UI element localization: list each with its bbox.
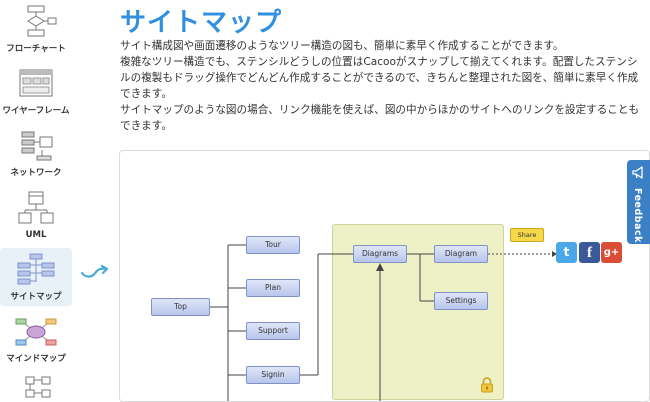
flowchart-icon xyxy=(27,5,57,37)
description-paragraph: サイト構成図や画面遷移のようなツリー構造の図も、簡単に素早く作成することができま… xyxy=(120,40,564,52)
node-tour[interactable]: Tour xyxy=(246,236,300,254)
description: サイト構成図や画面遷移のようなツリー構造の図も、簡単に素早く作成することができま… xyxy=(120,38,645,134)
uml-icon xyxy=(18,191,54,224)
sidebar-item-label: サイトマップ xyxy=(10,292,62,302)
sidebar-item-network[interactable]: ネットワーク xyxy=(0,124,72,182)
sitemap-diagram: Top Tour Plan Support Signin Diagrams Di… xyxy=(119,150,650,402)
sidebar-item-label: フローチャート xyxy=(6,44,66,54)
sidebar-item-label: マインドマップ xyxy=(6,354,66,364)
process-diagram-icon xyxy=(25,376,51,398)
sidebar: フローチャート ワイヤーフレーム ネットワーク xyxy=(0,0,72,402)
sidebar-item-label: ネットワーク xyxy=(10,168,62,178)
connector-lines xyxy=(210,244,557,401)
wireframe-icon xyxy=(19,69,53,97)
pointer-arrow-icon xyxy=(80,264,109,278)
description-paragraph: 複雑なツリー構造でも、ステンシルどうしの位置はCacooがスナップして揃えてくれ… xyxy=(120,56,639,100)
node-settings[interactable]: Settings xyxy=(434,292,488,310)
node-support[interactable]: Support xyxy=(246,322,300,340)
share-callout: Share xyxy=(510,228,544,242)
mindmap-icon xyxy=(15,318,57,346)
node-diagram[interactable]: Diagram xyxy=(434,245,488,263)
sitemap-icon xyxy=(17,253,55,285)
sidebar-item-label: ワイヤーフレーム xyxy=(2,106,70,116)
network-icon xyxy=(21,131,53,161)
feedback-tab[interactable]: Feedback xyxy=(627,160,650,244)
sidebar-item-sitemap[interactable]: サイトマップ xyxy=(0,248,72,306)
sidebar-item-label: UML xyxy=(25,230,47,240)
megaphone-icon xyxy=(632,166,643,179)
feedback-label: Feedback xyxy=(632,188,643,243)
google-plus-icon[interactable]: g+ xyxy=(601,242,622,263)
description-paragraph: サイトマップのような図の場合、リンク機能を使えば、図の中からほかのサイトへのリン… xyxy=(120,104,640,132)
sidebar-item-more[interactable] xyxy=(0,370,72,402)
sidebar-item-uml[interactable]: UML xyxy=(0,186,72,244)
sidebar-item-flowchart[interactable]: フローチャート xyxy=(0,0,72,58)
node-top[interactable]: Top xyxy=(151,298,210,316)
sidebar-item-wireframe[interactable]: ワイヤーフレーム xyxy=(0,62,72,120)
node-signin[interactable]: Signin xyxy=(246,366,300,384)
lock-icon xyxy=(481,377,493,393)
page-title: サイトマップ xyxy=(120,8,283,38)
node-plan[interactable]: Plan xyxy=(246,279,300,297)
twitter-icon[interactable]: t xyxy=(556,242,577,263)
node-diagrams[interactable]: Diagrams xyxy=(353,245,407,263)
sidebar-item-mindmap[interactable]: マインドマップ xyxy=(0,310,72,368)
facebook-icon[interactable]: f xyxy=(579,242,600,263)
